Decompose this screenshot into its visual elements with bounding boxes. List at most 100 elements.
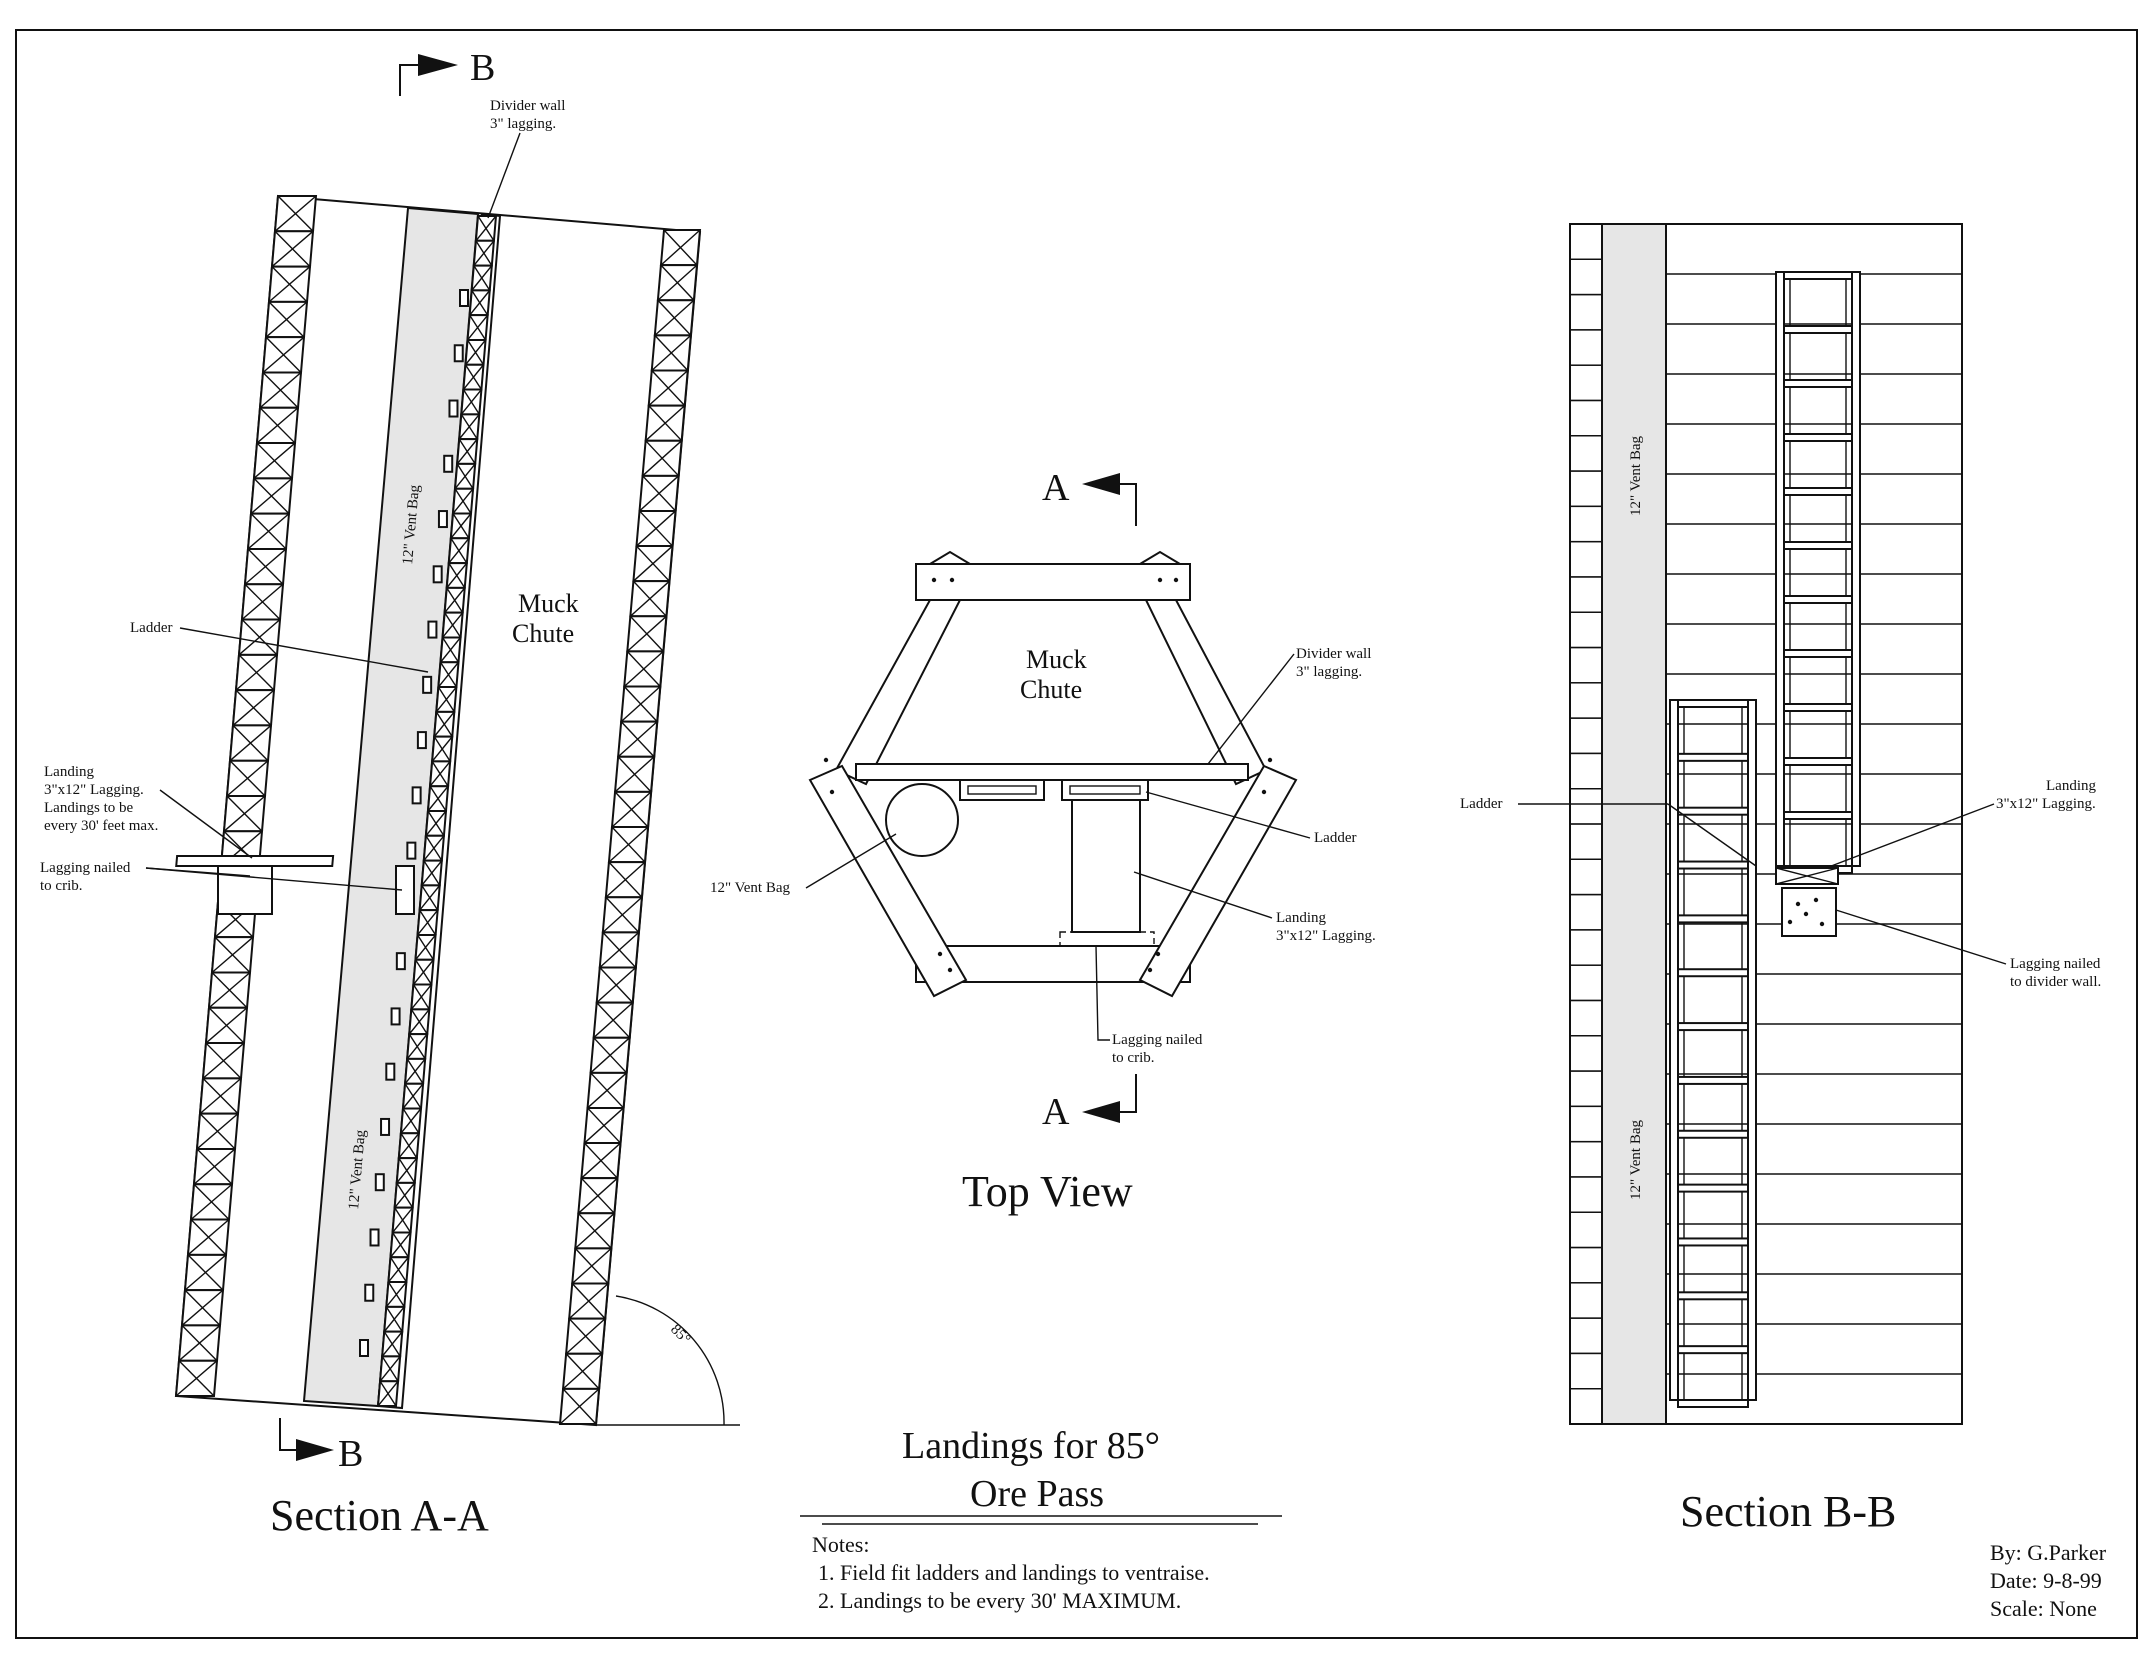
top-view-cut-marker-bottom: A [1042, 1091, 1070, 1133]
section-bb-lagging-nailed-line1: Lagging nailed [2010, 956, 2101, 972]
section-aa-crib-right-brace [608, 826, 649, 863]
section-aa-ladder-rung [437, 510, 448, 529]
section-aa-crib-divider-brace [408, 1008, 430, 1035]
section-aa-crib-left-brace [175, 1360, 218, 1397]
section-bb-nail-dots [1787, 897, 1825, 927]
section-bb-ladder-lower-rung [1677, 1022, 1749, 1032]
section-aa-crib-right-brace [629, 580, 670, 617]
section-bb-crib-block [1569, 293, 1603, 331]
section-bb-nail-dot [1795, 901, 1801, 907]
section-bb-crib-block [1569, 858, 1603, 896]
section-aa-crib-left-brace [274, 195, 317, 232]
section-bb-ladder-lower-rung [1677, 1237, 1749, 1247]
section-aa-crib-divider-brace [452, 488, 474, 514]
notes-heading: Notes: [812, 1532, 869, 1557]
section-aa-crib-left-brace [268, 266, 311, 303]
section-aa-crib-left-brace [241, 583, 284, 621]
section-aa-crib-right-brace [605, 861, 646, 898]
section-aa-crib-left-brace [199, 1077, 242, 1115]
section-bb-vent-bag-strip [1601, 223, 1667, 1425]
section-bb-crib-block [1569, 1211, 1603, 1249]
section-bb-crib-block [1569, 258, 1603, 296]
title-area: Landings for 85° Ore Pass [800, 1425, 1282, 1525]
section-aa-crib-divider-brace [444, 587, 466, 614]
section-aa-ladder-rung [416, 731, 427, 750]
section-bb-crib-block [1569, 646, 1603, 684]
section-aa-crib-divider-brace [406, 1033, 428, 1060]
section-bb-crib-block [1569, 1035, 1603, 1072]
section-aa-crib-right-brace [645, 405, 686, 442]
drawing-title-line1: Landings for 85° [902, 1425, 1160, 1467]
section-bb-lagging-block [1781, 887, 1837, 937]
section-aa-ladder-leader [179, 627, 429, 673]
top-view-nail-dot [937, 951, 943, 957]
section-aa-angle-label: 85° [667, 1322, 693, 1348]
section-aa-crib-right-brace [565, 1318, 606, 1355]
section-aa-lagging-nailed-line2: to crib. [40, 878, 83, 894]
section-aa-ladder-rung [359, 1339, 369, 1357]
section-aa-ladder-rung [422, 675, 433, 694]
section-bb-landing-line2: 3"x12" Lagging. [1996, 796, 2096, 812]
top-view-cut-line-bottom [1118, 1074, 1137, 1113]
section-bb-vent-bag-lower: 12" Vent Bag [1628, 1119, 1644, 1200]
section-aa-crib-right-brace [654, 299, 695, 336]
section-aa-crib-divider-brace [433, 711, 455, 738]
section-bb-ladder-lower-rung [1677, 1399, 1749, 1408]
section-aa-crib-divider-brace [392, 1207, 414, 1233]
section-aa-crib-divider-brace [400, 1108, 422, 1134]
section-aa-crib-left-brace [256, 407, 299, 444]
top-view-nail-dot [1267, 757, 1273, 763]
section-aa-lagging-nailed-leader-2 [145, 867, 403, 891]
section-aa-landing [175, 855, 335, 867]
top-view-ladder-right [1061, 779, 1149, 801]
section-aa-crib-left-brace [226, 760, 269, 797]
section-bb-crib-block [1569, 717, 1603, 755]
section-aa-cut-marker-top: B [470, 47, 495, 89]
top-view-left-upper-post [834, 599, 962, 786]
top-view-right-upper-post [1144, 599, 1268, 786]
section-aa-ladder-label: Ladder [130, 620, 172, 636]
section-bb-ladder-lower-rung [1677, 752, 1749, 762]
section-aa-landing-line4: every 30' feet max. [44, 818, 158, 834]
section-bb-ladder-upper-rail [1851, 271, 1861, 867]
section-aa-crib-left-brace [238, 618, 281, 656]
section-bb-ladder-upper-rung [1783, 595, 1853, 604]
section-aa-crib-right-brace [660, 229, 701, 266]
section-bb-view: 12" Vent Bag 12" Vent Bag Ladder Landing… [1460, 223, 2101, 1536]
notes-block: Notes: 1. Field fit ladders and landings… [812, 1532, 1210, 1613]
top-view-ladder-label: Ladder [1314, 830, 1356, 846]
section-aa-crib-divider-brace [396, 1157, 418, 1184]
section-aa-crib-divider [376, 215, 498, 1407]
section-bb-landing-leader [1825, 803, 1995, 869]
section-bb-crib-block [1569, 1352, 1603, 1390]
section-aa-crib-left-brace [196, 1113, 239, 1150]
top-view-nail-dot [1261, 789, 1267, 795]
section-bb-ladder-upper-rung [1783, 649, 1853, 658]
sheet-border [15, 29, 2138, 1639]
top-view-lagging-nailed-line2: to crib. [1112, 1050, 1155, 1066]
top-view-landing-nailer [1059, 931, 1155, 947]
title-block: By: G.Parker Date: 9-8-99 Scale: None [1990, 1540, 2107, 1621]
section-aa-crib-right-brace [623, 650, 664, 688]
section-bb-ladder-upper-rung [1783, 757, 1853, 766]
section-aa-crib-divider-brace [427, 785, 449, 812]
section-aa-crib-right-brace [593, 1002, 634, 1039]
section-aa-crib-right-brace [639, 475, 680, 512]
section-bb-ladder-upper-rung [1783, 487, 1853, 496]
section-bb-crib-block [1569, 223, 1603, 260]
section-aa-ladder-rung [453, 344, 464, 363]
section-bb-ladder-lower-rung [1677, 699, 1749, 708]
section-aa-crib-left-brace [205, 1007, 248, 1044]
top-view-divider-wall-line1: Divider wall [1296, 646, 1371, 662]
section-aa-caption: Section A-A [270, 1491, 489, 1540]
top-view-cut-arrow-bottom [1082, 1101, 1120, 1123]
section-aa-crib-divider-brace [379, 1355, 401, 1382]
top-view-nail-dot [823, 757, 829, 763]
section-aa-crib-divider-brace [419, 884, 441, 911]
section-aa-crib-divider-brace [385, 1281, 407, 1308]
top-view-caption: Top View [962, 1167, 1133, 1216]
section-aa-crib-left-brace [184, 1254, 227, 1291]
section-aa-crib-divider-brace [389, 1232, 412, 1258]
top-view-cut-marker-top: A [1042, 467, 1070, 509]
top-view-cut-arrow-top [1082, 473, 1120, 495]
